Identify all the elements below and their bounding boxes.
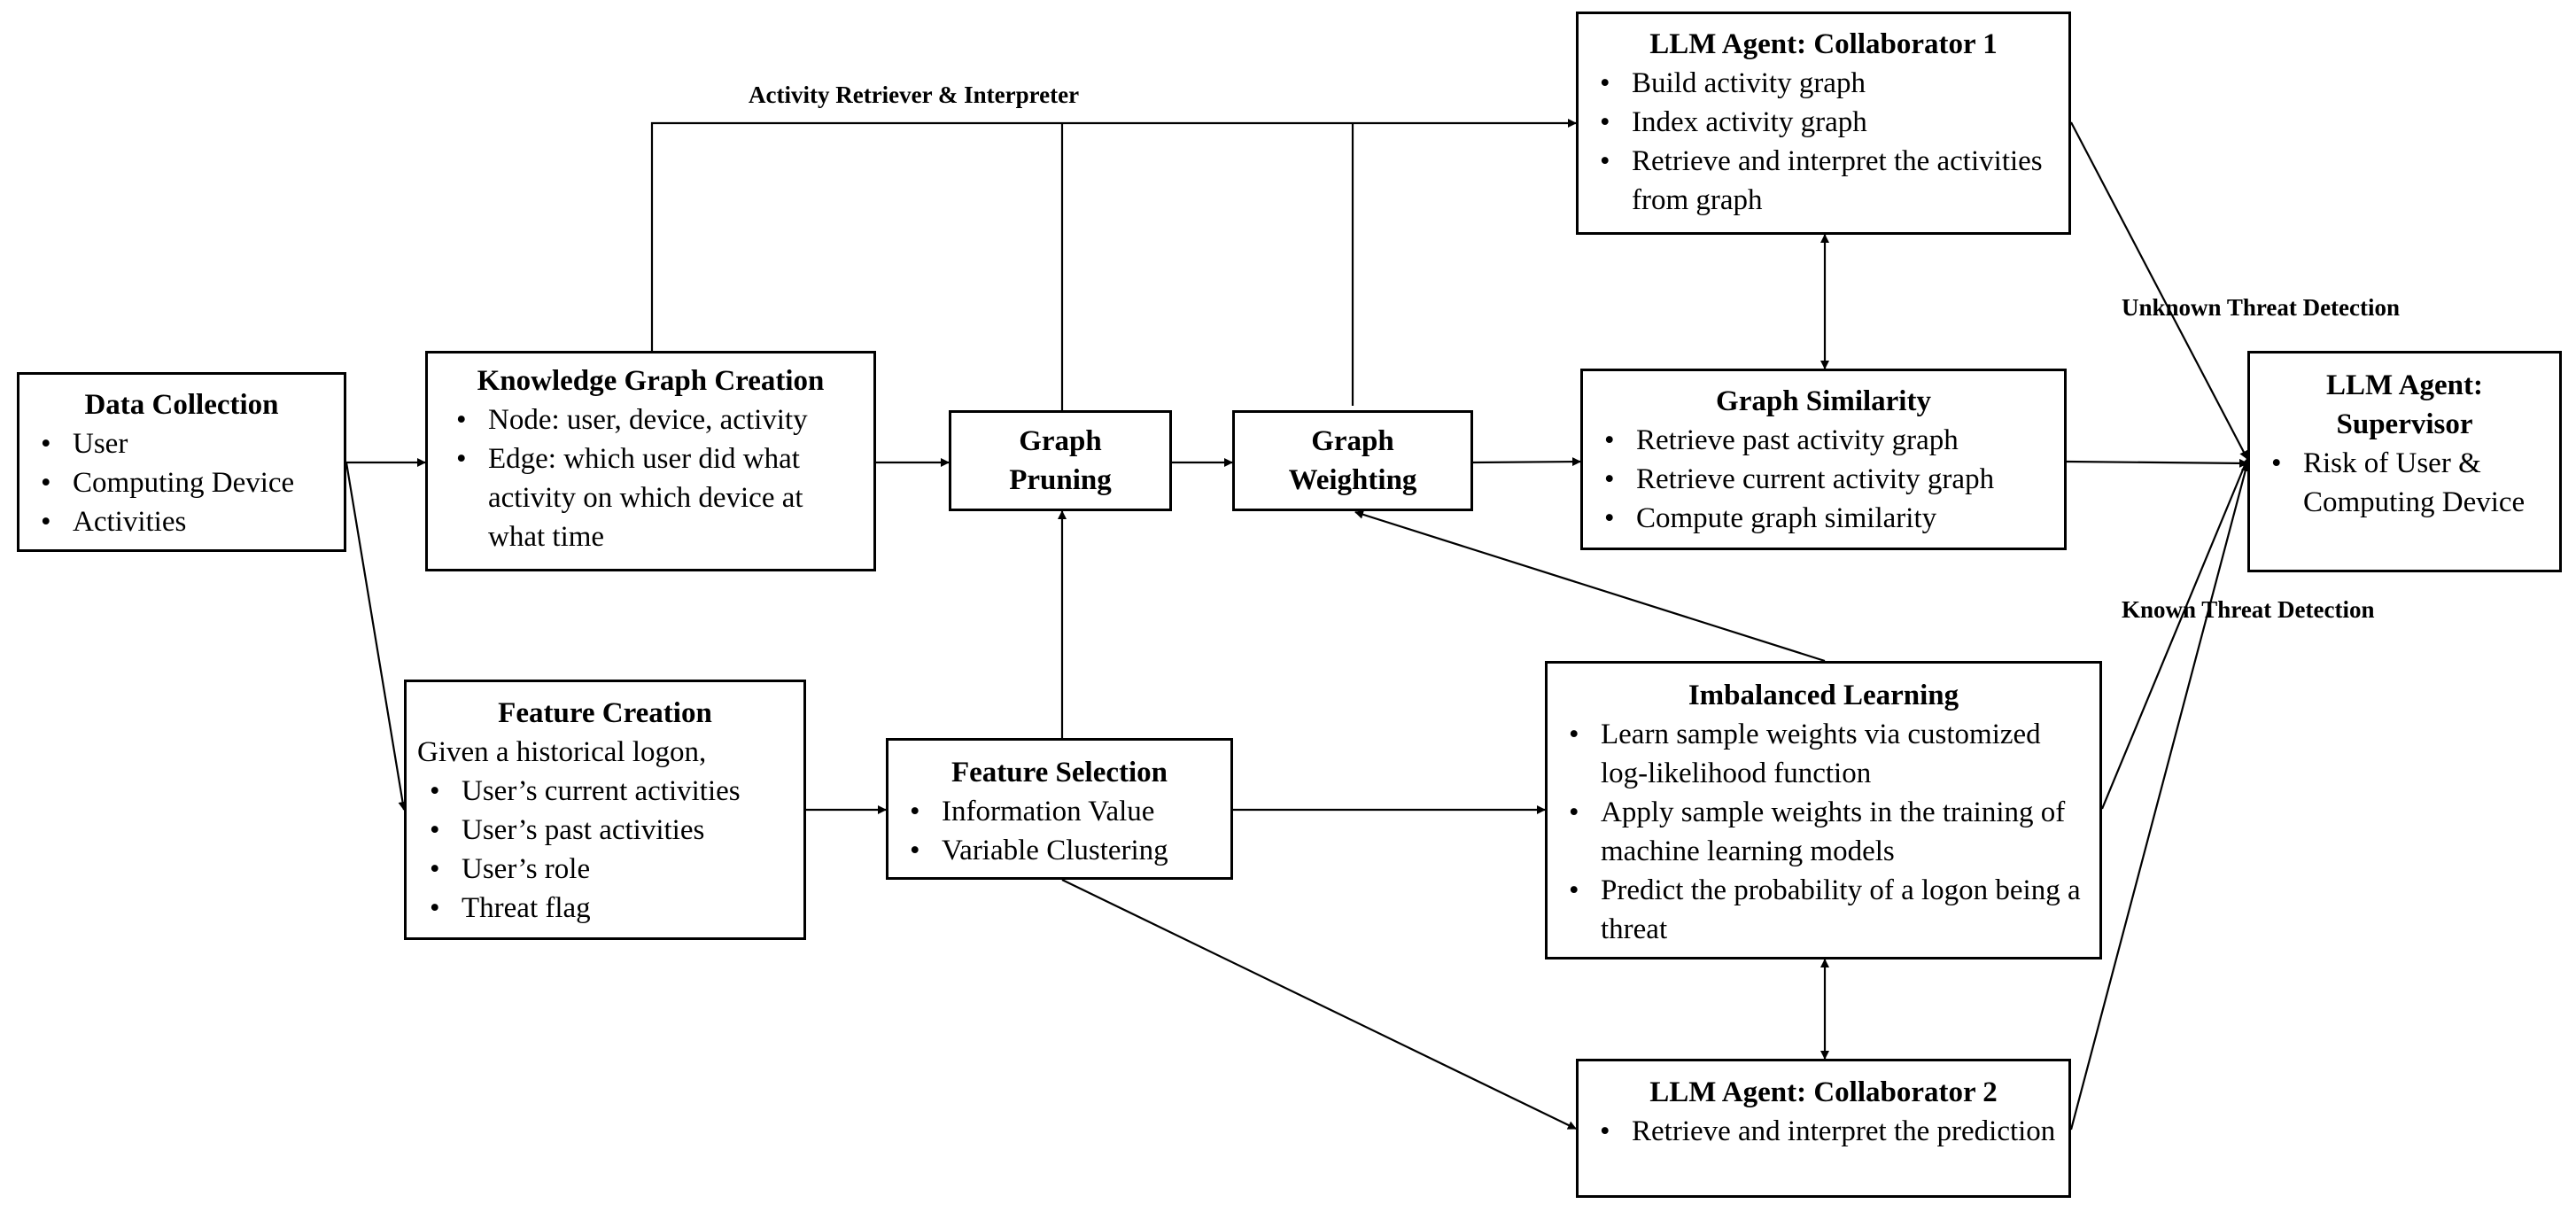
data-collection-box: Data Collection User Computing Device Ac… xyxy=(17,372,346,552)
list-item: User’s role xyxy=(417,850,793,889)
feature-creation-title: Feature Creation xyxy=(498,697,712,729)
llm-collaborator-2-list: Retrieve and interpret the prediction xyxy=(1587,1112,2060,1151)
list-item: User’s current activities xyxy=(417,772,793,811)
llm-collaborator-1-list: Build activity graph Index activity grap… xyxy=(1587,64,2060,220)
list-item: User xyxy=(28,424,335,463)
knowledge-graph-creation-title: Knowledge Graph Creation xyxy=(477,365,825,397)
unknown-threat-label: Unknown Threat Detection xyxy=(2122,294,2401,321)
list-item: Edge: which user did what activity on wh… xyxy=(444,439,857,556)
llm-supervisor-box: LLM Agent: Supervisor Risk of User & Com… xyxy=(2247,351,2562,572)
arrow-similarity-to-supervisor xyxy=(2066,458,2248,468)
feature-creation-box: Feature Creation Given a historical logo… xyxy=(404,680,806,940)
known-threat-label: Known Threat Detection xyxy=(2122,596,2375,623)
feature-creation-intro: Given a historical logon, xyxy=(417,736,707,768)
imbalanced-learning-list: Learn sample weights via customized log-… xyxy=(1556,715,2091,949)
graph-similarity-box: Graph Similarity Retrieve past activity … xyxy=(1580,369,2067,550)
llm-supervisor-list: Risk of User & Computing Device xyxy=(2259,444,2550,522)
graph-weighting-title-line: Weighting xyxy=(1288,464,1417,496)
list-item: User’s past activities xyxy=(417,811,793,850)
graph-similarity-list: Retrieve past activity graph Retrieve cu… xyxy=(1592,421,2055,538)
graph-similarity-title: Graph Similarity xyxy=(1716,385,1931,417)
llm-collaborator-1-title: LLM Agent: Collaborator 1 xyxy=(1649,28,1998,60)
arrow-collab2-to-supervisor xyxy=(2069,462,2250,1130)
graph-pruning-title-line: Graph xyxy=(1019,425,1102,457)
arrow-datacollection-to-feature-creation xyxy=(345,462,407,811)
list-item: Activities xyxy=(28,502,335,541)
graph-weighting-box: Graph Weighting xyxy=(1232,410,1473,511)
arrow-collab1-to-supervisor xyxy=(2070,121,2248,460)
list-item: Apply sample weights in the training of … xyxy=(1556,793,2091,871)
llm-collaborator-2-title: LLM Agent: Collaborator 2 xyxy=(1649,1076,1998,1108)
list-item: Risk of User & Computing Device xyxy=(2259,444,2550,522)
list-item: Threat flag xyxy=(417,889,793,928)
list-item: Retrieve and interpret the prediction xyxy=(1587,1112,2060,1151)
list-item: Retrieve current activity graph xyxy=(1592,460,2055,499)
llm-collaborator-1-box: LLM Agent: Collaborator 1 Build activity… xyxy=(1576,12,2071,235)
feature-selection-title: Feature Selection xyxy=(950,757,1168,789)
list-item: Node: user, device, activity xyxy=(444,400,857,439)
feature-creation-list: User’s current activities User’s past ac… xyxy=(417,772,793,928)
list-item: Compute graph similarity xyxy=(1592,499,2055,538)
llm-supervisor-title-line: LLM Agent: xyxy=(2326,369,2483,401)
activity-retriever-label: Activity Retriever & Interpreter xyxy=(749,82,1080,108)
list-item: Retrieve past activity graph xyxy=(1592,421,2055,460)
graph-weighting-title-line: Graph xyxy=(1311,425,1394,457)
list-item: Computing Device xyxy=(28,463,335,502)
llm-supervisor-title-line: Supervisor xyxy=(2336,408,2473,440)
data-collection-title: Data Collection xyxy=(84,389,279,421)
arrow-learning-to-supervisor xyxy=(2100,458,2249,810)
list-item: Learn sample weights via customized log-… xyxy=(1556,715,2091,793)
graph-pruning-title: Graph Pruning xyxy=(951,413,1169,509)
llm-collaborator-2-box: LLM Agent: Collaborator 2 Retrieve and i… xyxy=(1576,1059,2071,1198)
graph-weighting-title: Graph Weighting xyxy=(1235,413,1470,509)
list-item: Predict the probability of a logon being… xyxy=(1556,871,2091,949)
arrow-learning-to-weighting xyxy=(1354,509,1826,663)
feature-selection-list: Information Value Variable Clustering xyxy=(897,792,1222,870)
list-item: Build activity graph xyxy=(1587,64,2060,103)
list-item: Retrieve and interpret the activities fr… xyxy=(1587,142,2060,220)
llm-supervisor-title: LLM Agent: Supervisor xyxy=(2259,366,2550,444)
connector-activity-retriever xyxy=(650,119,1577,351)
imbalanced-learning-box: Imbalanced Learning Learn sample weights… xyxy=(1545,661,2102,960)
arrow-selection-to-collab2 xyxy=(1061,879,1577,1130)
graph-pruning-title-line: Pruning xyxy=(1009,464,1112,496)
knowledge-graph-creation-list: Node: user, device, activity Edge: which… xyxy=(444,400,857,556)
data-collection-list: User Computing Device Activities xyxy=(28,424,335,541)
knowledge-graph-creation-box: Knowledge Graph Creation Node: user, dev… xyxy=(425,351,876,571)
list-item: Variable Clustering xyxy=(897,831,1222,870)
list-item: Index activity graph xyxy=(1587,103,2060,142)
graph-pruning-box: Graph Pruning xyxy=(949,410,1172,511)
feature-selection-box: Feature Selection Information Value Vari… xyxy=(886,738,1233,880)
imbalanced-learning-title: Imbalanced Learning xyxy=(1688,680,1959,711)
list-item: Information Value xyxy=(897,792,1222,831)
